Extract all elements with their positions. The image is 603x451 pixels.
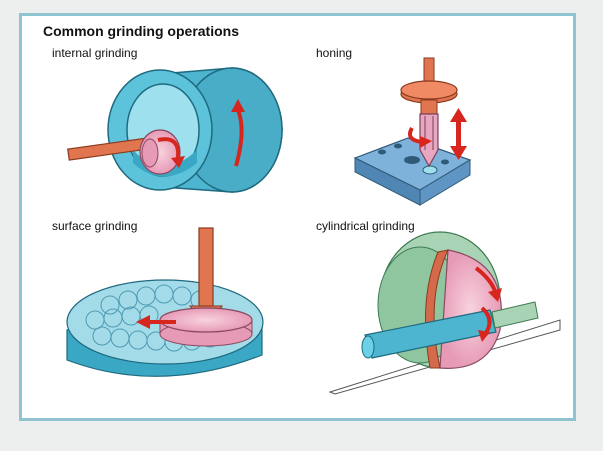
diagram-title: Common grinding operations [43,23,239,39]
honing-illustration [353,57,472,206]
surface-grinding-illustration [66,227,264,377]
internal-grinding-illustration [67,67,283,193]
cylindrical-grinding-illustration [328,231,561,395]
surface-grinding-label: surface grinding [52,219,138,233]
internal-grinding-label: internal grinding [52,46,138,60]
honing-label: honing [316,46,353,60]
cylindrical-grinding-label: cylindrical grinding [316,219,415,233]
